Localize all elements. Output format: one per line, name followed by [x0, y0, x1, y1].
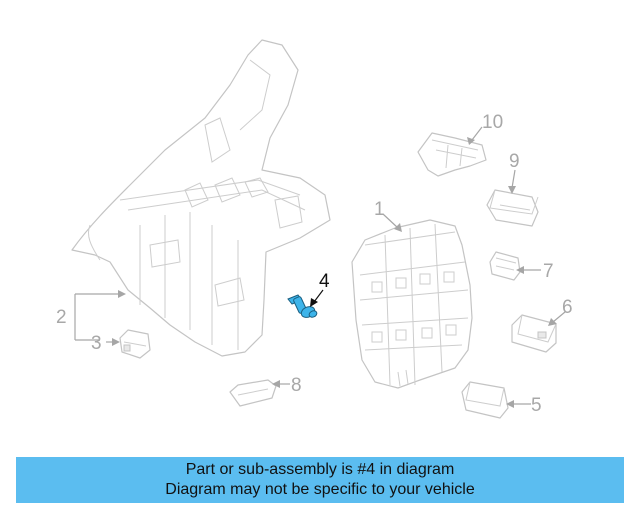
info-banner: Part or sub-assembly is #4 in diagram Di… [16, 457, 624, 503]
connector-part-7 [489, 251, 521, 281]
svg-text:5: 5 [531, 395, 542, 416]
banner-line-2: Diagram may not be specific to your vehi… [165, 481, 475, 498]
svg-text:6: 6 [562, 297, 573, 318]
relay-part-6 [511, 314, 557, 353]
parts-diagram: 10 9 1 7 6 5 2 3 8 4 [56, 39, 573, 419]
banner-line-1: Part or sub-assembly is #4 in diagram [185, 461, 455, 478]
svg-text:1: 1 [374, 199, 385, 220]
bolt-part-4[interactable] [287, 294, 318, 319]
fuse-box-part-1 [351, 219, 473, 389]
svg-text:4: 4 [319, 271, 330, 292]
svg-text:8: 8 [291, 375, 302, 396]
relay-part-9 [486, 189, 539, 227]
callout-6: 6 [548, 297, 573, 326]
clip-part-10 [417, 132, 487, 177]
bracket-part-8 [229, 379, 277, 407]
callout-3: 3 [91, 333, 120, 354]
callout-8: 8 [272, 375, 302, 396]
callout-9: 9 [508, 151, 520, 194]
callout-10: 10 [467, 112, 503, 145]
callout-1: 1 [374, 199, 402, 232]
svg-text:7: 7 [543, 261, 554, 282]
carrier-bracket-part-2 [71, 39, 331, 357]
callout-4[interactable]: 4 [310, 271, 330, 307]
svg-text:9: 9 [509, 151, 520, 172]
svg-text:10: 10 [482, 112, 503, 133]
svg-text:3: 3 [91, 333, 102, 354]
svg-text:2: 2 [56, 307, 67, 328]
relay-part-5 [461, 381, 509, 419]
callout-2: 2 [56, 290, 126, 341]
clip-part-3 [119, 329, 151, 359]
callout-5: 5 [506, 395, 542, 416]
callout-7: 7 [516, 261, 554, 282]
